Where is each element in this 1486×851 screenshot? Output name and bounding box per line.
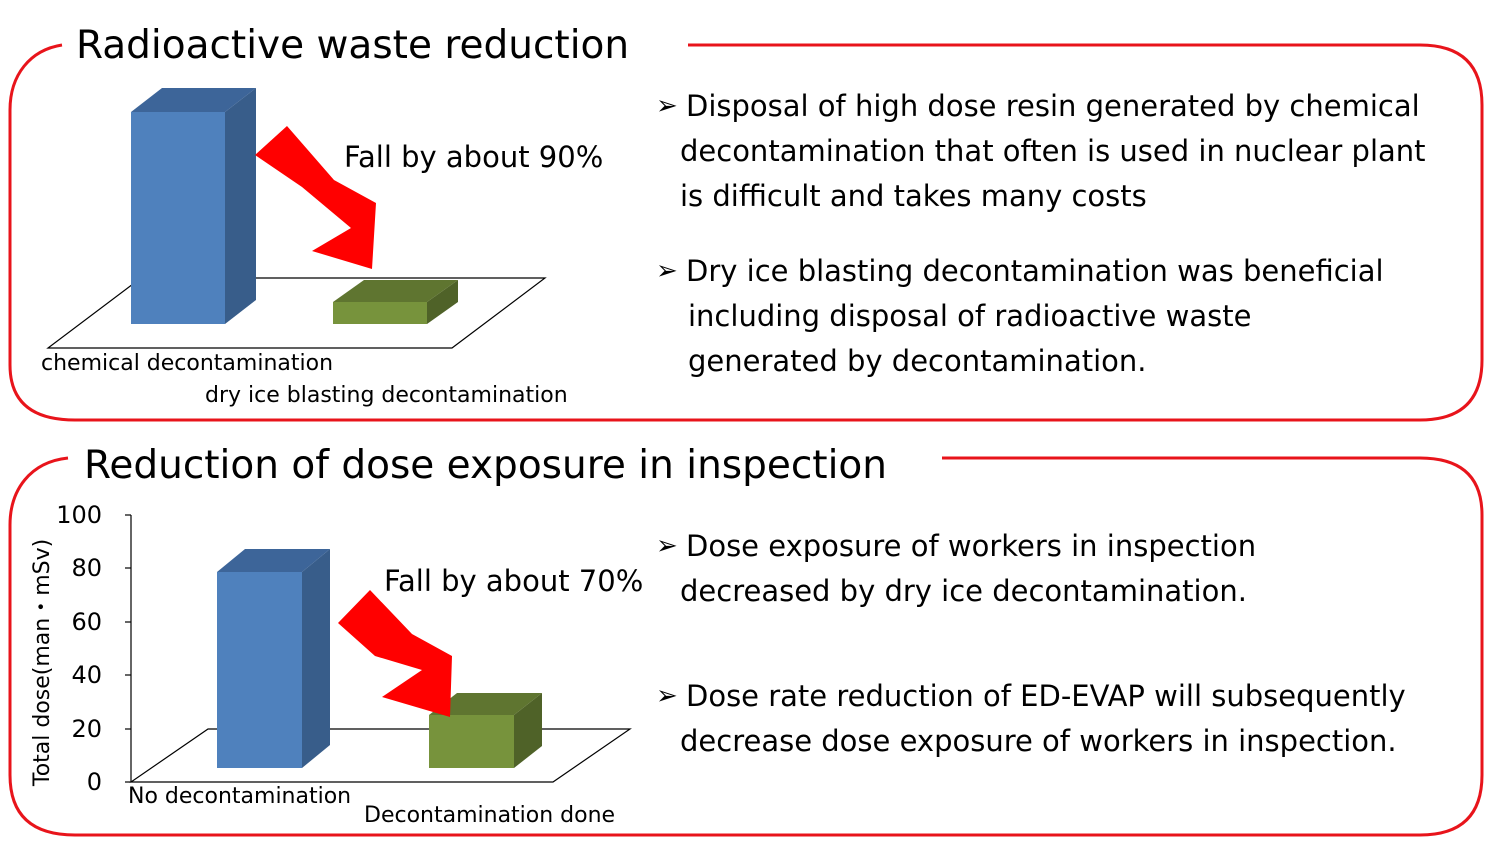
chart2-ytick-100: 100 bbox=[56, 501, 102, 529]
panel1-bullet-1-line-1: Disposal of high dose resin generated by… bbox=[686, 89, 1420, 123]
panel2-bullet-2-line-2: decrease dose exposure of workers in ins… bbox=[680, 724, 1397, 758]
panel1-bullet-1-line-2: decontamination that often is used in nu… bbox=[680, 134, 1426, 168]
chart2-floor bbox=[129, 728, 632, 783]
panel2-title: Reduction of dose exposure in inspection bbox=[78, 442, 894, 490]
arrow-bullet-icon: ➢ bbox=[656, 256, 678, 286]
panel1-bullet-2: ➢ Dry ice blasting decontamination was b… bbox=[656, 249, 1426, 384]
chart1-annotation: Fall by about 90% bbox=[344, 140, 604, 174]
arrow-bullet-icon: ➢ bbox=[656, 531, 678, 561]
chart2 bbox=[125, 514, 632, 783]
chart1-bar-chemical-decontamination bbox=[131, 88, 256, 324]
panel1-bullet-1: ➢ Disposal of high dose resin generated … bbox=[656, 84, 1426, 219]
chart2-ytick-80: 80 bbox=[71, 554, 102, 582]
chart2-ytick-20: 20 bbox=[71, 715, 102, 743]
chart1-fall-arrow bbox=[255, 126, 376, 269]
panel1-title: Radioactive waste reduction bbox=[70, 22, 636, 70]
chart2-y-ticks bbox=[125, 514, 131, 783]
chart2-ytick-0: 0 bbox=[86, 768, 102, 796]
panel1-bullets: ➢ Disposal of high dose resin generated … bbox=[656, 84, 1426, 384]
panel2-bullet-2: ➢ Dose rate reduction of ED-EVAP will su… bbox=[656, 674, 1406, 764]
chart2-bar-no-decontamination bbox=[217, 549, 330, 768]
chart2-bar-decontamination-done bbox=[429, 693, 542, 768]
chart1-category-label-2: dry ice blasting decontamination bbox=[205, 383, 568, 408]
chart2-category-label-2: Decontamination done bbox=[364, 803, 616, 828]
panel2-bullet-2-line-1: Dose rate reduction of ED-EVAP will subs… bbox=[686, 679, 1406, 713]
panel1-bullet-1-line-3: is difficult and takes many costs bbox=[680, 179, 1147, 213]
chart2-ytick-60: 60 bbox=[71, 608, 102, 636]
panel1-bullet-2-line-1: Dry ice blasting decontamination was ben… bbox=[686, 254, 1384, 288]
chart1-bar-dry-ice-blasting-decontamination bbox=[333, 280, 458, 324]
panel1-bullet-2-line-3: generated by decontamination. bbox=[688, 344, 1147, 378]
chart1-floor bbox=[46, 277, 547, 349]
panel2-bullet-1: ➢ Dose exposure of workers in inspection… bbox=[656, 524, 1406, 614]
chart2-y-axis-label: Total dose(man・mSv) bbox=[30, 538, 55, 786]
panel1-bullet-2-line-2: including disposal of radioactive waste bbox=[688, 299, 1252, 333]
chart1 bbox=[46, 88, 547, 349]
chart1-category-label-1: chemical decontamination bbox=[41, 351, 334, 376]
panel1-frame bbox=[8, 43, 1484, 422]
panel2-bullet-1-line-2: decreased by dry ice decontamination. bbox=[680, 574, 1247, 608]
chart2-ytick-40: 40 bbox=[71, 661, 102, 689]
chart2-annotation: Fall by about 70% bbox=[384, 564, 644, 598]
arrow-bullet-icon: ➢ bbox=[656, 681, 678, 711]
chart2-category-label-1: No decontamination bbox=[128, 784, 352, 809]
chart2-fall-arrow bbox=[338, 590, 452, 717]
panel2-bullets: ➢ Dose exposure of workers in inspection… bbox=[656, 524, 1406, 764]
panel2-frame bbox=[8, 456, 1484, 837]
arrow-bullet-icon: ➢ bbox=[656, 91, 678, 121]
panel2-bullet-1-line-1: Dose exposure of workers in inspection bbox=[686, 529, 1257, 563]
